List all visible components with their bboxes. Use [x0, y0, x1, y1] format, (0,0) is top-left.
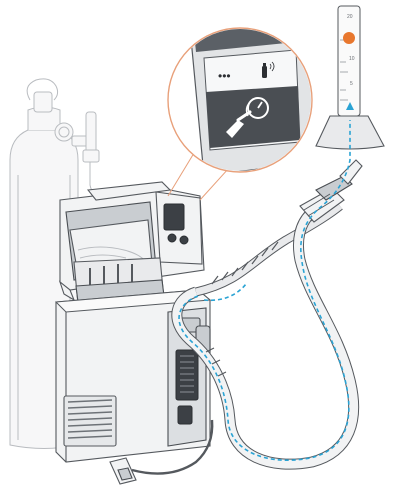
scale-label-5: 5: [350, 81, 353, 87]
flow-direction-arrow: [346, 102, 354, 110]
power-connector: [177, 405, 193, 425]
front-grille: [67, 399, 113, 439]
earth-clamp: [109, 419, 214, 485]
scale-label-20: 20: [347, 14, 353, 20]
status-dots: •••: [218, 69, 231, 83]
scale-label-10: 10: [349, 56, 355, 62]
cable-spiral-wrap: [205, 241, 279, 377]
feeder-knob-right[interactable]: [179, 235, 189, 245]
flow-indicator-ball: [343, 32, 355, 44]
callout-magnifier: •••: [167, 27, 313, 173]
gas-flow-path: [178, 102, 354, 462]
feeder-knob-left[interactable]: [167, 233, 177, 243]
gas-bottle-signal-icon: [262, 61, 275, 78]
pressure-regulator: [54, 111, 105, 199]
power-source: [54, 289, 212, 463]
feeder-display-panel: [163, 203, 185, 231]
gas-flow-tester: 20 10 5: [315, 5, 385, 150]
welding-torch-gas-check-icon: [226, 97, 269, 138]
